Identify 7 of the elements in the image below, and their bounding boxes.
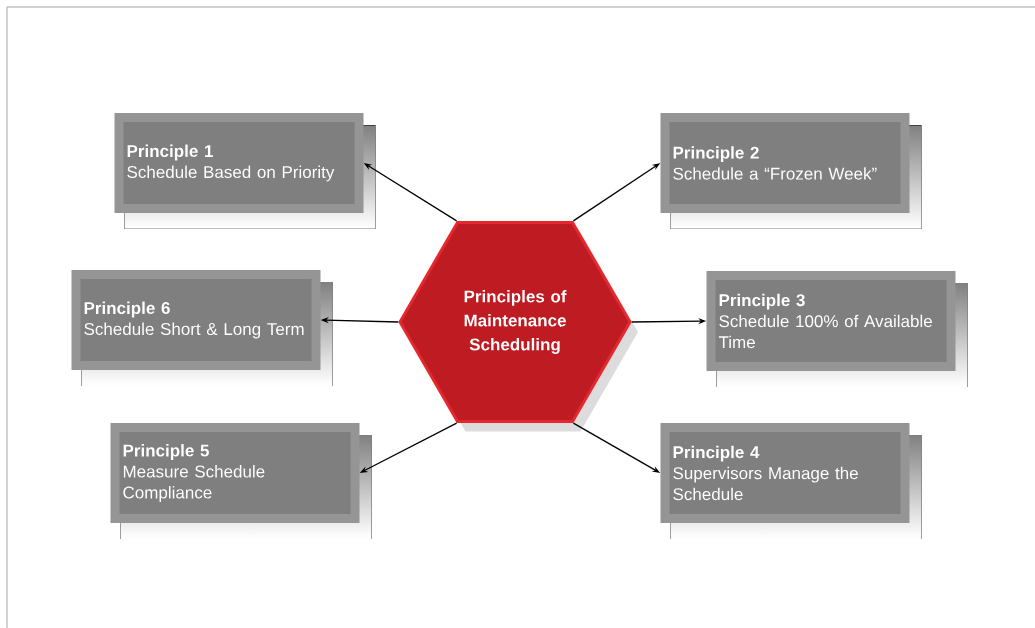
principle-box: Principle 1 Schedule Based on Priority [114,113,376,229]
principle-box: Principle 2 Schedule a “Frozen Week” [660,113,922,229]
principle-box: Principle 3 Schedule 100% of Available Time [706,271,968,387]
principle-box: Principle 6 Schedule Short & Long Term [71,270,333,386]
principle-box: Principle 4 Supervisors Manage the Schedule [660,423,922,539]
hexagon: Principles of Maintenance Scheduling [398,220,638,432]
principle-box: Principle 5 Measure Schedule Compliance [110,423,372,539]
